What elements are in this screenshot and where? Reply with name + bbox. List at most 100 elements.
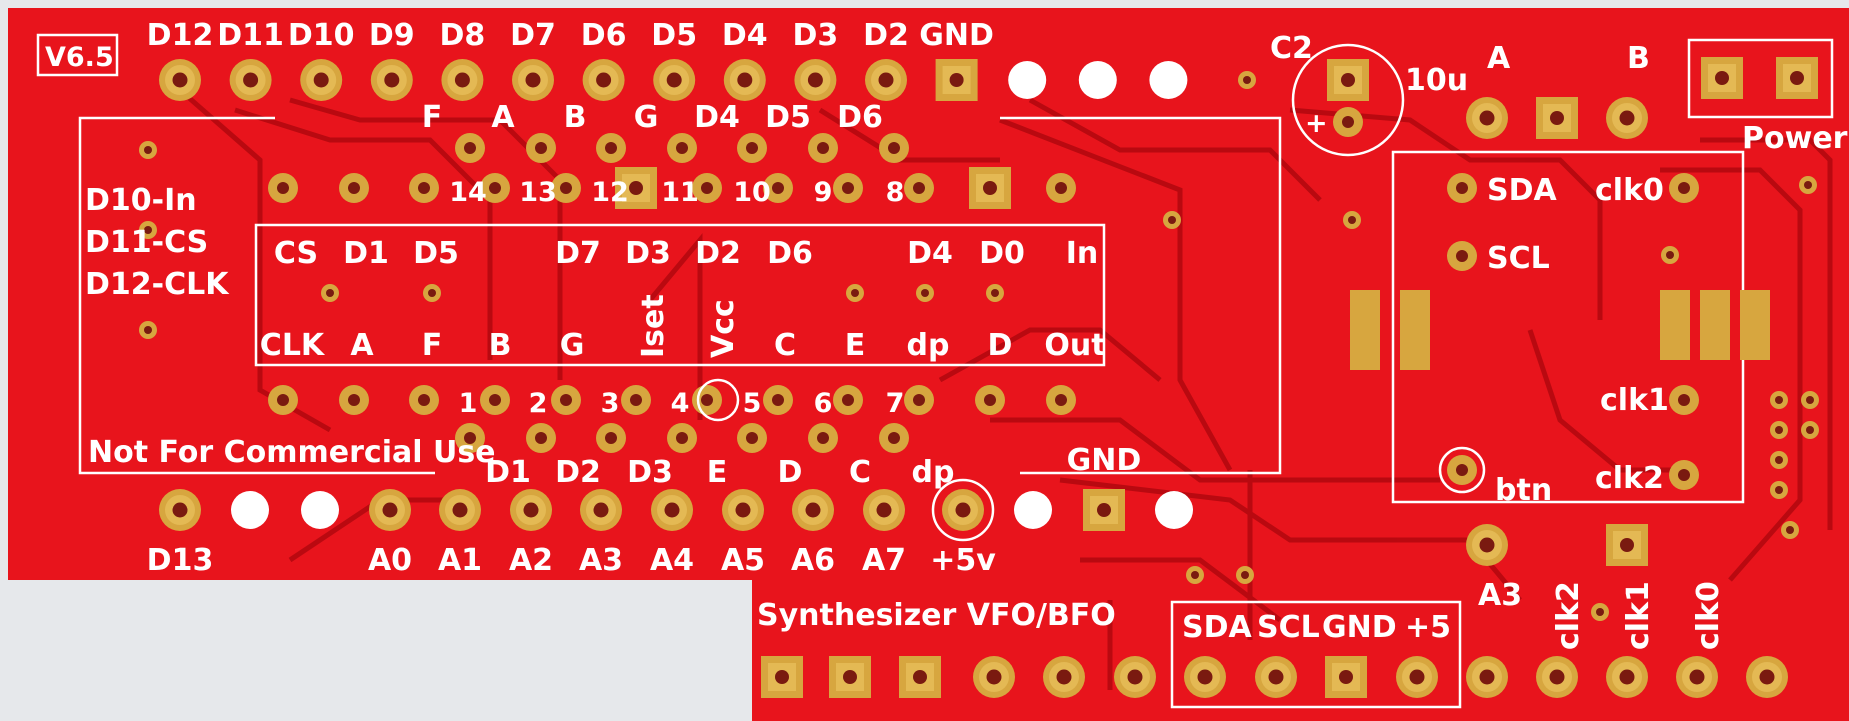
driver-bottom-label-iset: Iset xyxy=(636,294,671,358)
synth-header-pad-7 xyxy=(1255,656,1297,698)
driver-bottom-label-9: dp xyxy=(907,328,950,363)
btn-label: btn xyxy=(1495,473,1552,508)
top-pad-d12 xyxy=(159,59,201,101)
a3-pad xyxy=(1466,524,1508,566)
display-row2-pad xyxy=(904,385,934,415)
encoder-pad-a xyxy=(1466,97,1508,139)
synth-header-pad-5 xyxy=(1114,656,1156,698)
bottom-pin-label-a0: A0 xyxy=(368,543,412,578)
synth-header-pad-0 xyxy=(761,656,803,698)
misc-via xyxy=(139,321,157,339)
display-row2-pad xyxy=(551,385,581,415)
version-label: V6.5 xyxy=(45,42,114,73)
bottom-pin-label-a7: A7 xyxy=(862,543,906,578)
synth-header-title: Synthesizer VFO/BFO xyxy=(757,598,1116,633)
power-pad-2 xyxy=(1776,57,1818,99)
display-top-stagger-pad xyxy=(455,133,485,163)
misc-via xyxy=(1799,176,1817,194)
a3-label: A3 xyxy=(1478,578,1522,613)
driver-bottom-label-3: B xyxy=(489,328,512,363)
bottom-pad-a3 xyxy=(580,489,622,531)
top-pad-d5 xyxy=(653,59,696,101)
display-top-number-10: 10 xyxy=(733,177,771,208)
display-top-label-4: D4 xyxy=(694,100,740,135)
clk2-rotated-label: clk2 xyxy=(1551,581,1586,650)
bottom-extra-label-2: D3 xyxy=(627,455,673,490)
driver-top-label-7: D4 xyxy=(907,236,953,271)
capacitor-polarity: + xyxy=(1305,108,1328,139)
top-pin-label-d2: D2 xyxy=(863,18,909,53)
display-bottom-number-1: 1 xyxy=(459,388,478,419)
driver-bottom-label-1: A xyxy=(350,328,374,363)
display-top-number-8: 8 xyxy=(886,177,905,208)
plus5v-pad-ring xyxy=(931,478,995,542)
display-row2-pad xyxy=(480,385,510,415)
top-header-pads xyxy=(159,59,1188,101)
driver-top-label-1: D1 xyxy=(343,236,389,271)
clk1-label: clk1 xyxy=(1600,383,1669,418)
driver-bottom-label-10: D xyxy=(988,328,1013,363)
display-bottom-stagger-pad xyxy=(596,423,626,453)
scl-label: SCL xyxy=(1487,241,1550,276)
encoder-b-label: B xyxy=(1627,41,1650,76)
bottom-pin-label-a1: A1 xyxy=(438,543,482,578)
bottom-pin-label-a2: A2 xyxy=(509,543,553,578)
display-row2-pad xyxy=(268,385,298,415)
misc-pads xyxy=(139,57,1819,621)
misc-via xyxy=(1238,71,1256,89)
display-top-stagger-pad xyxy=(808,133,838,163)
top-pin-label-d9: D9 xyxy=(369,18,415,53)
i2c-label-sda: SDA xyxy=(1182,610,1253,645)
display-bottom-stagger-pad xyxy=(526,423,556,453)
bottom-mount-hole xyxy=(1155,491,1193,529)
misc-via xyxy=(139,141,157,159)
synth-pad-sda xyxy=(1447,173,1477,203)
synth-header-pad-9 xyxy=(1396,656,1438,698)
note-line-2: D11-CS xyxy=(85,225,208,260)
top-pin-label-d4: D4 xyxy=(722,18,768,53)
top-pad-gnd xyxy=(935,59,978,101)
display-row1-pad xyxy=(339,173,369,203)
bottom-pad-a7 xyxy=(863,489,905,531)
misc-via xyxy=(1801,421,1819,439)
synth-header-pad-14 xyxy=(1746,656,1788,698)
top-pad-d10 xyxy=(300,59,343,101)
driver-top-label-2: D5 xyxy=(413,236,459,271)
top-pin-label-gnd: GND xyxy=(919,18,994,53)
driver-top-label-0: CS xyxy=(274,236,318,271)
top-pin-label-d5: D5 xyxy=(651,18,697,53)
bottom-pin-label-a6: A6 xyxy=(791,543,835,578)
bottom-pin-label-+5v: +5v xyxy=(930,543,996,578)
edge-via xyxy=(1770,451,1788,469)
top-pad-d8 xyxy=(441,59,484,101)
encoder-pad-common xyxy=(1536,97,1578,139)
top-pin-label-d10: D10 xyxy=(288,18,355,53)
display-row2-pad xyxy=(1046,385,1076,415)
driver-top-label-3: D7 xyxy=(555,236,601,271)
smd-pad-right-2 xyxy=(1740,290,1770,360)
display-top-stagger-pad xyxy=(667,133,697,163)
display-bottom-stagger-pad xyxy=(879,423,909,453)
synth-header-pad-1 xyxy=(829,656,871,698)
bottom-mount-hole xyxy=(1014,491,1052,529)
display-pin5-ring xyxy=(696,378,740,422)
synth-pad-clk1 xyxy=(1669,385,1699,415)
top-pad-d7 xyxy=(512,59,554,101)
synth-header-pad-8 xyxy=(1325,656,1367,698)
synth-pad-clk2 xyxy=(1669,460,1699,490)
driver-bottom-label-7: C xyxy=(774,328,796,363)
misc-via xyxy=(1801,391,1819,409)
btn-pad-ring xyxy=(1438,446,1486,494)
display-row1-pad xyxy=(904,173,934,203)
display-bottom-number-6: 6 xyxy=(814,388,833,419)
capacitor-pad-pos xyxy=(1327,59,1369,101)
display-top-stagger-pad xyxy=(526,133,556,163)
edge-via xyxy=(1770,481,1788,499)
display-bottom-stagger-pad xyxy=(667,423,697,453)
display-top-number-12: 12 xyxy=(591,177,629,208)
note-line-3: D12-CLK xyxy=(85,267,230,302)
